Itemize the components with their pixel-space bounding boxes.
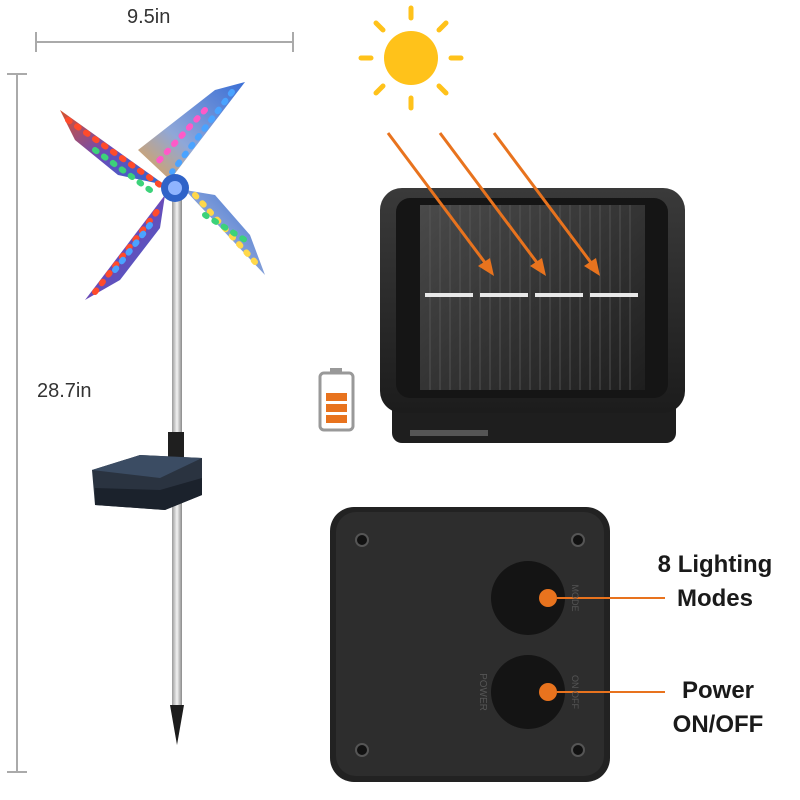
power-engraving: POWER xyxy=(477,673,488,711)
mode-button-dot xyxy=(539,589,557,607)
battery-icon xyxy=(318,368,355,432)
power-line1: Power xyxy=(681,677,755,704)
sun-icon xyxy=(358,5,464,111)
sun-ray-arrows xyxy=(386,132,600,276)
power-line2: ON/OFF xyxy=(672,711,764,738)
on-off-engraving: ON OFF xyxy=(570,675,580,709)
width-dimension-line xyxy=(35,32,294,52)
led-lights xyxy=(65,89,258,295)
power-callout: Power ON/OFF xyxy=(648,674,788,742)
width-label: 9.5in xyxy=(127,6,171,28)
solar-panel-icon xyxy=(380,188,685,443)
height-dimension-line xyxy=(7,73,27,773)
mode-engraving: MODE xyxy=(570,585,580,612)
height-label: 28.7in xyxy=(37,380,92,402)
pinwheel-icon xyxy=(60,82,265,745)
control-box: MODE POWER ON OFF xyxy=(330,507,665,782)
power-button-dot xyxy=(539,683,557,701)
lighting-modes-line1: 8 Lighting xyxy=(657,551,773,578)
lighting-modes-callout: 8 Lighting Modes xyxy=(640,548,790,616)
lighting-modes-line2: Modes xyxy=(676,585,753,612)
